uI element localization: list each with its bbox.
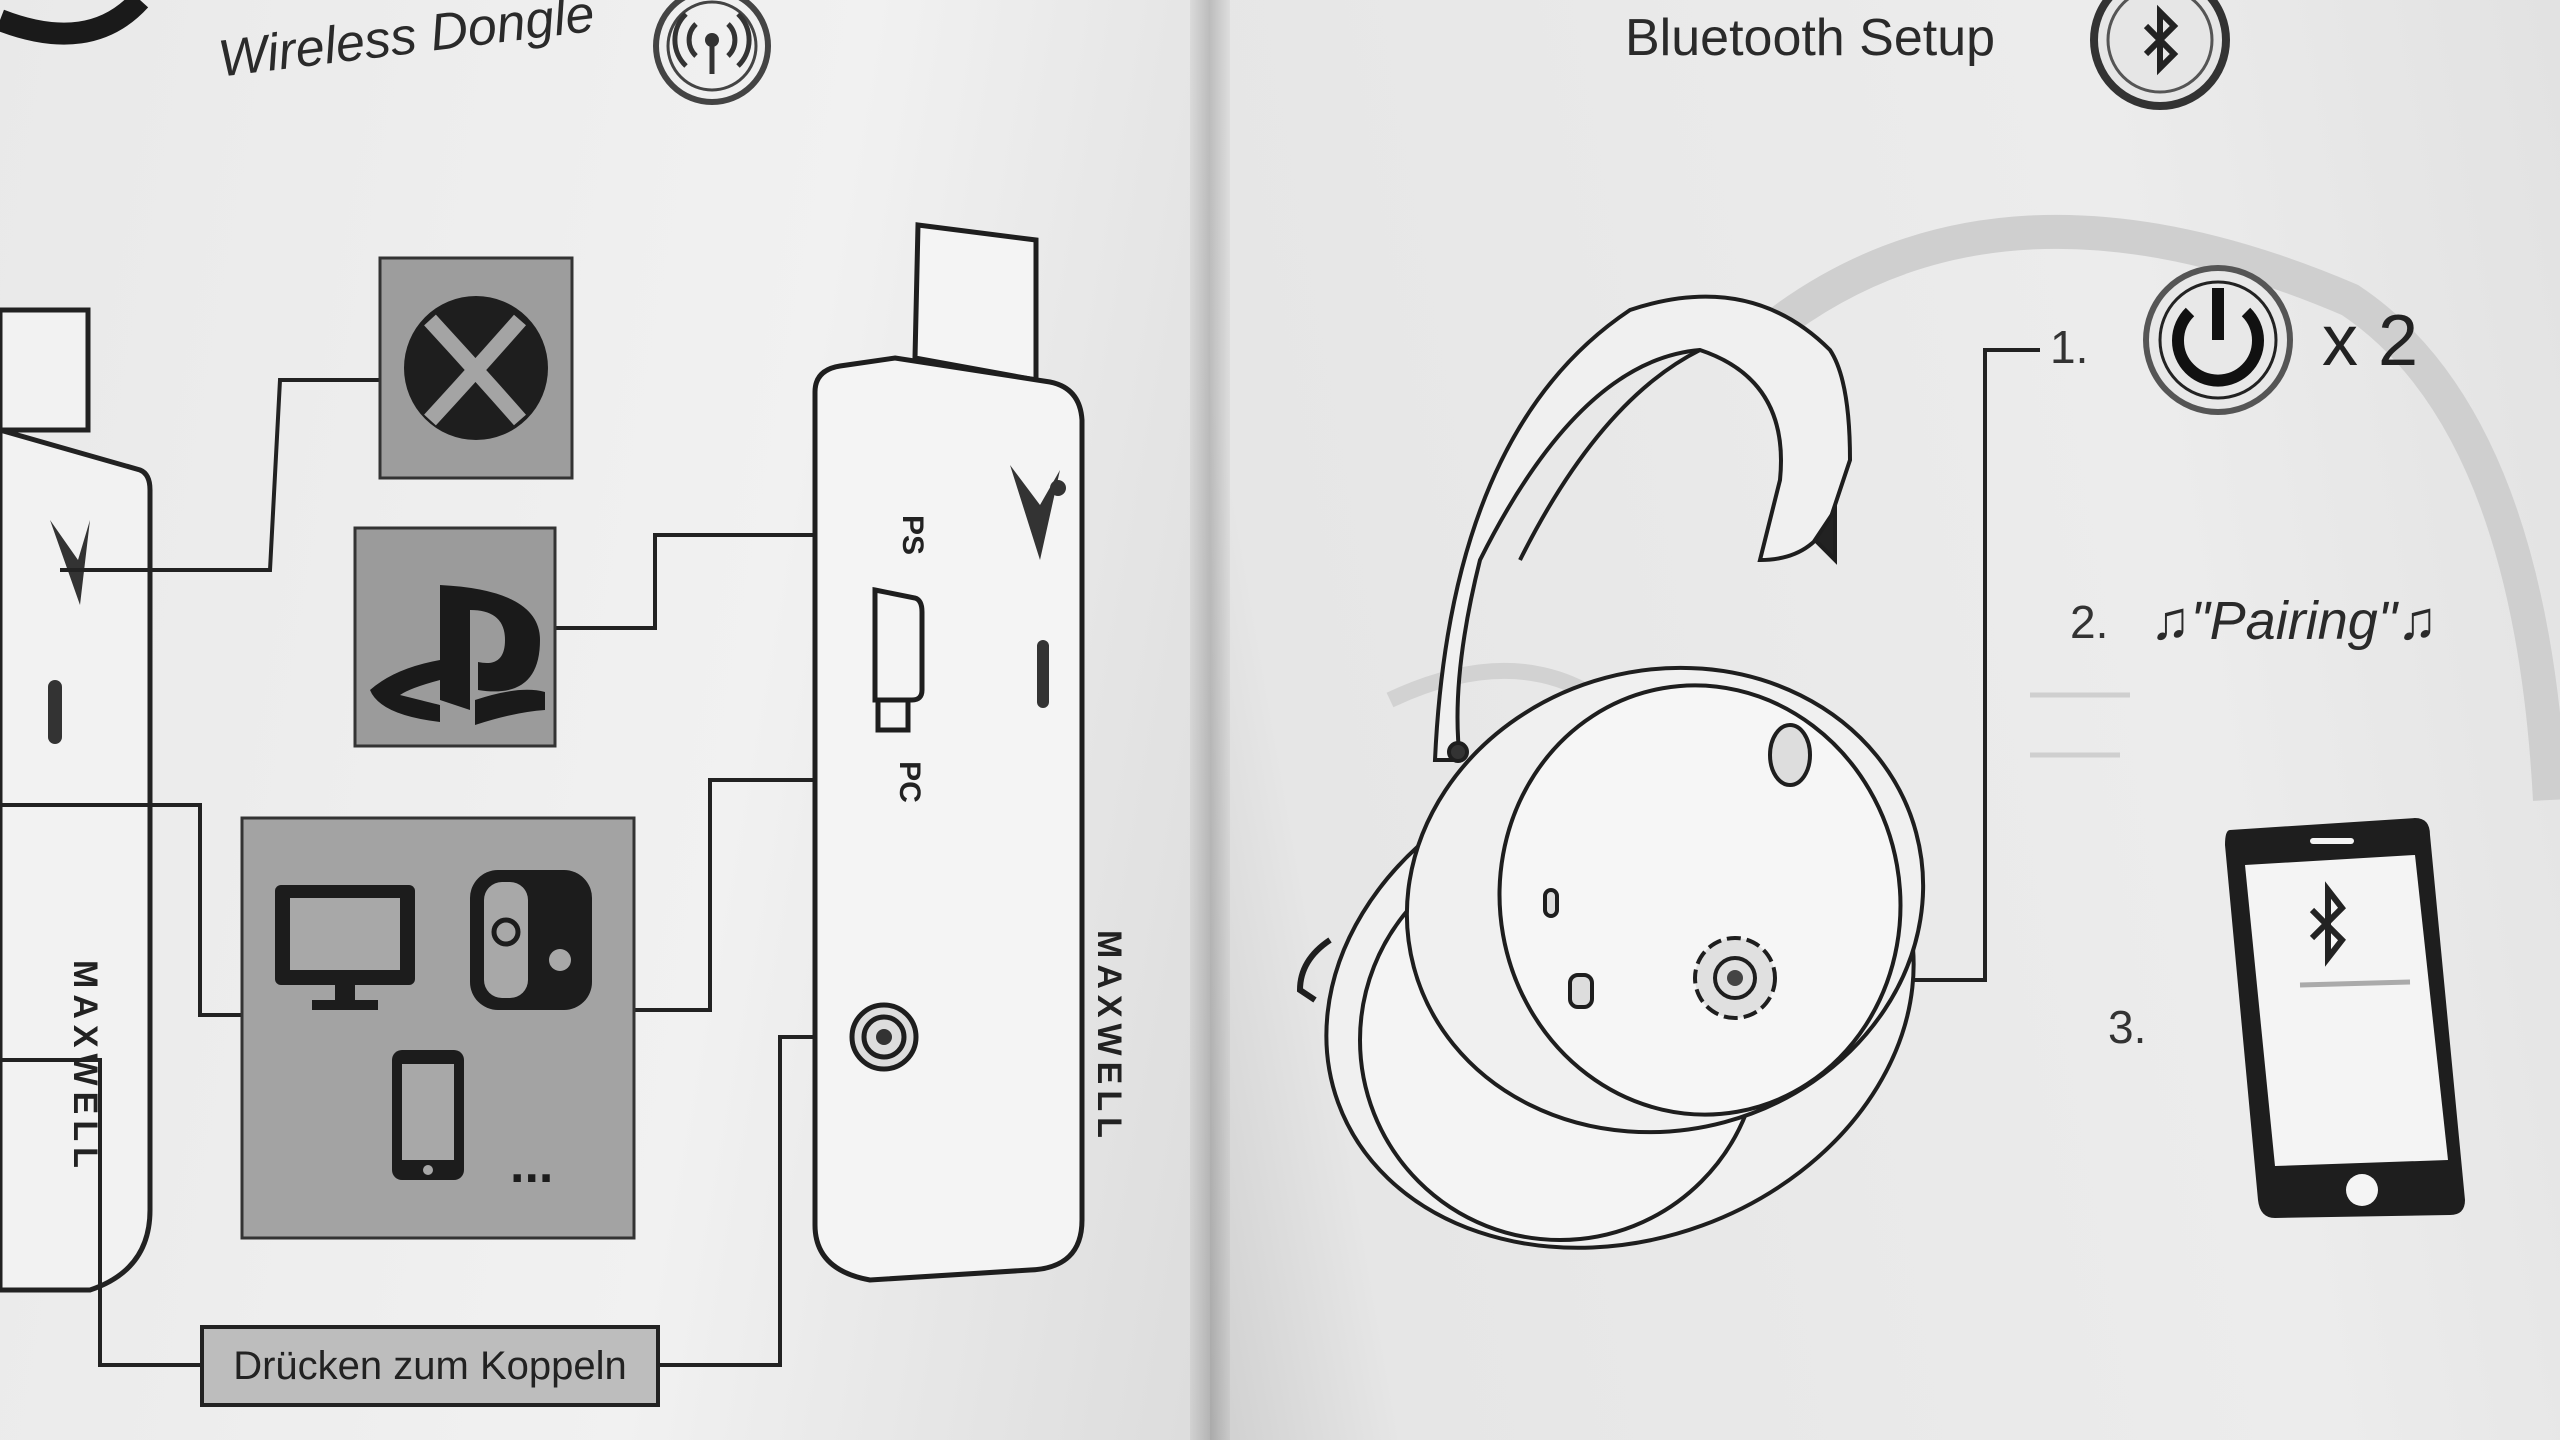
- step-2-pairing-prompt: ♫"Pairing"♫: [2150, 591, 2438, 651]
- pair-button-icon: [849, 1002, 919, 1072]
- bluetooth-icon: [2090, 0, 2230, 110]
- step-3-number: 3.: [2108, 1001, 2147, 1053]
- dongle-partial-left: [0, 307, 153, 1293]
- smartphone-icon: [392, 1050, 464, 1180]
- playstation-icon: [353, 526, 557, 748]
- connector-lines: [0, 348, 2040, 1367]
- headphone-arc-fragment: [0, 0, 149, 45]
- smartphone-bluetooth-icon: [2225, 818, 2465, 1218]
- step-2-number: 2.: [2070, 596, 2109, 648]
- device-group-tile: ...: [240, 816, 636, 1240]
- monitor-icon: [275, 885, 415, 1010]
- wireless-signal-icon: [653, 0, 771, 105]
- background-watermark-curve: [1759, 214, 2560, 801]
- book-spine: [1190, 0, 1230, 1440]
- xbox-icon: [378, 256, 574, 480]
- watermark-arrows: [2030, 692, 2130, 758]
- partial-dongle-brand-label: MAXWELL: [66, 960, 104, 1174]
- step-1-number: 1.: [2050, 321, 2089, 373]
- bluetooth-setup-title: Bluetooth Setup: [1625, 9, 1996, 67]
- dongle-brand-label: MAXWELL: [1090, 930, 1128, 1144]
- pc-port-label: PC: [892, 761, 926, 803]
- power-icon: [2143, 265, 2293, 415]
- headphone-illustration: [1296, 294, 1926, 1250]
- power-button-icon: [1693, 936, 1777, 1020]
- ps-port-label: PS: [896, 514, 930, 556]
- usb-dongle: [812, 222, 1085, 1283]
- more-devices-text: ...: [510, 1136, 553, 1194]
- switch-icon: [470, 870, 592, 1010]
- step-1-press-count: x 2: [2322, 301, 2419, 381]
- pair-instruction-label: Drücken zum Koppeln: [200, 1325, 660, 1407]
